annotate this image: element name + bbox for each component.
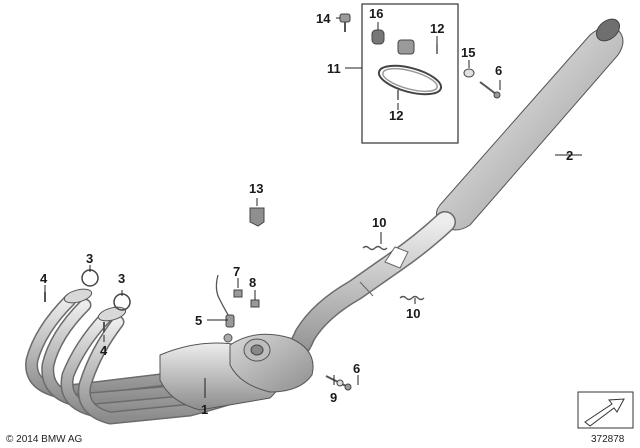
clamp-group-box (361, 3, 459, 144)
callout-13: 13 (249, 181, 263, 196)
callout-10a: 10 (372, 215, 386, 230)
bolt-6-top (479, 81, 501, 99)
callout-10b: 10 (406, 306, 420, 321)
diagram-number: 372878 (591, 434, 625, 445)
callout-6b: 6 (353, 361, 360, 376)
callout-1: 1 (201, 402, 208, 417)
catalytic-converter (223, 333, 314, 393)
callout-6a: 6 (495, 63, 502, 78)
bolt-14 (339, 13, 351, 32)
callout-12b: 12 (389, 108, 403, 123)
callout-16: 16 (369, 6, 383, 21)
callout-5: 5 (195, 313, 202, 328)
springs-10 (362, 245, 425, 301)
callout-8: 8 (249, 275, 256, 290)
callout-11: 11 (327, 61, 341, 76)
callout-15: 15 (461, 45, 475, 60)
studs-4 (44, 292, 105, 332)
callout-2: 2 (566, 148, 573, 163)
callout-4a: 4 (40, 271, 48, 286)
bolt-6-bottom (325, 375, 352, 391)
copyright-text: © 2014 BMW AG (6, 434, 83, 445)
clamp-assembly (371, 29, 443, 96)
callout-7: 7 (233, 264, 240, 279)
callout-9: 9 (330, 390, 337, 405)
callout-4b: 4 (100, 343, 108, 358)
callout-14: 14 (316, 11, 331, 26)
callout-3b: 3 (118, 271, 125, 286)
callout-labels: 1 2 3 3 4 4 5 6 6 7 8 9 10 10 11 12 12 1… (40, 6, 573, 417)
washer-15 (463, 68, 475, 78)
link-pipe (274, 211, 456, 373)
leader-lines (44, 17, 582, 398)
lambda-sensor-5 (215, 274, 235, 328)
nav-arrow-box (577, 391, 634, 429)
bracket-13 (249, 207, 265, 227)
callout-12a: 12 (430, 21, 444, 36)
screw-12 (397, 44, 438, 100)
callout-3a: 3 (86, 251, 93, 266)
